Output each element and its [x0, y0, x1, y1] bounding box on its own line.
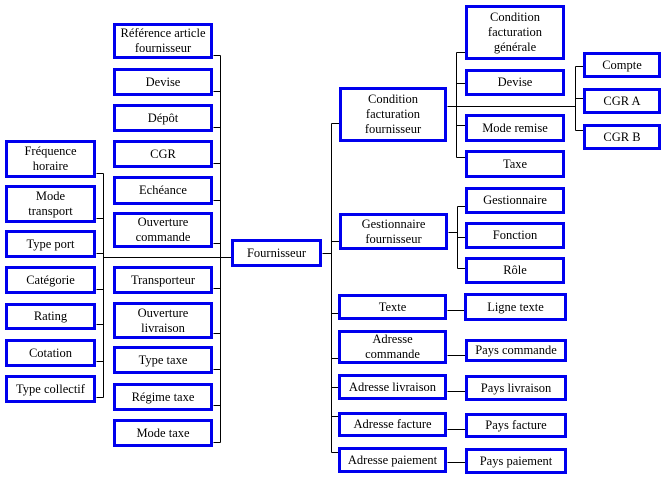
node-reference-article-fournisseur: Référence article fournisseur	[113, 23, 213, 59]
node-gestionnaire-fournisseur: Gestionnaire fournisseur	[339, 213, 448, 250]
node-taxe: Taxe	[465, 150, 565, 178]
node-label: Condition facturation fournisseur	[364, 92, 422, 136]
node-label: Pays paiement	[479, 453, 553, 468]
node-cotation: Cotation	[5, 339, 96, 367]
node-type-port: Type port	[5, 230, 96, 258]
node-label: Mode remise	[482, 120, 548, 135]
node-condition-facturation-fournisseur: Condition facturation fournisseur	[339, 87, 447, 142]
node-label: Compte	[602, 57, 642, 72]
node-label: Régime taxe	[131, 389, 195, 404]
node-label: CGR A	[603, 93, 641, 108]
node-label: Pays livraison	[480, 380, 552, 395]
node-label: Rating	[33, 309, 68, 323]
node-texte: Texte	[338, 294, 447, 320]
node-label: Pays commande	[475, 343, 557, 357]
node-label: Adresse facture	[353, 417, 432, 431]
node-label: CGR	[150, 146, 176, 161]
node-label: Devise	[145, 74, 181, 89]
node-gestionnaire: Gestionnaire	[465, 187, 565, 214]
node-mode-taxe: Mode taxe	[113, 419, 213, 447]
node-ouverture-livraison: Ouverture livraison	[113, 302, 213, 339]
node-label: Texte	[378, 299, 407, 314]
node-frequence-horaire: Fréquence horaire	[5, 140, 96, 178]
node-pays-facture: Pays facture	[465, 413, 567, 438]
node-label: CGR B	[603, 129, 641, 144]
node-type-collectif: Type collectif	[5, 375, 96, 403]
node-label: Référence article fournisseur	[120, 26, 206, 55]
node-adresse-livraison: Adresse livraison	[338, 374, 447, 400]
node-type-taxe: Type taxe	[113, 346, 213, 374]
node-devise-facturation: Devise	[465, 69, 565, 96]
node-role: Rôle	[465, 257, 565, 284]
node-cgr-a: CGR A	[583, 88, 661, 114]
node-pays-livraison: Pays livraison	[465, 375, 567, 401]
node-adresse-facture: Adresse facture	[338, 412, 447, 437]
node-label: Cotation	[28, 345, 73, 360]
node-pays-commande: Pays commande	[465, 339, 567, 362]
node-label: Adresse livraison	[348, 379, 437, 394]
node-depot: Dépôt	[113, 104, 213, 132]
node-label: Fonction	[492, 228, 538, 242]
node-cgr: CGR	[113, 140, 213, 168]
node-fonction: Fonction	[465, 222, 565, 249]
node-label: Devise	[497, 75, 533, 89]
node-fournisseur: Fournisseur	[231, 239, 322, 267]
node-compte: Compte	[583, 52, 661, 78]
node-transporteur: Transporteur	[113, 266, 213, 294]
node-cgr-b: CGR B	[583, 124, 661, 150]
node-label: Mode taxe	[136, 425, 190, 440]
node-label: Gestionnaire fournisseur	[361, 216, 426, 246]
node-label: Type collectif	[16, 381, 85, 396]
node-label: Mode transport	[28, 189, 73, 218]
node-label: Fréquence horaire	[24, 144, 77, 173]
node-label: Type port	[26, 236, 75, 251]
node-label: Fournisseur	[246, 245, 307, 260]
node-pays-paiement: Pays paiement	[465, 448, 567, 474]
node-adresse-commande: Adresse commande	[338, 330, 447, 364]
node-label: Adresse commande	[365, 332, 420, 361]
node-label: Ligne texte	[487, 299, 544, 314]
node-label: Gestionnaire	[483, 193, 547, 207]
node-mode-transport: Mode transport	[5, 185, 96, 223]
node-ouverture-commande: Ouverture commande	[113, 212, 213, 248]
node-categorie: Catégorie	[5, 266, 96, 294]
node-mode-remise: Mode remise	[465, 114, 565, 142]
node-adresse-paiement: Adresse paiement	[338, 447, 447, 473]
node-label: Type taxe	[138, 352, 188, 367]
node-ligne-texte: Ligne texte	[464, 293, 567, 321]
node-label: Taxe	[502, 156, 528, 171]
node-label: Transporteur	[130, 272, 196, 287]
node-label: Dépôt	[147, 110, 179, 125]
node-label: Pays facture	[485, 418, 547, 432]
node-rating: Rating	[5, 303, 96, 330]
node-regime-taxe: Régime taxe	[113, 383, 213, 411]
node-devise: Devise	[113, 68, 213, 96]
node-label: Condition facturation générale	[487, 10, 543, 54]
node-label: Ouverture commande	[135, 215, 191, 244]
node-label: Rôle	[503, 263, 527, 277]
node-label: Ouverture livraison	[137, 305, 189, 335]
node-label: Catégorie	[26, 272, 75, 287]
node-echeance: Echéance	[113, 176, 213, 205]
node-label: Echéance	[139, 183, 187, 197]
node-condition-facturation-generale: Condition facturation générale	[465, 5, 565, 60]
node-label: Adresse paiement	[347, 452, 438, 467]
